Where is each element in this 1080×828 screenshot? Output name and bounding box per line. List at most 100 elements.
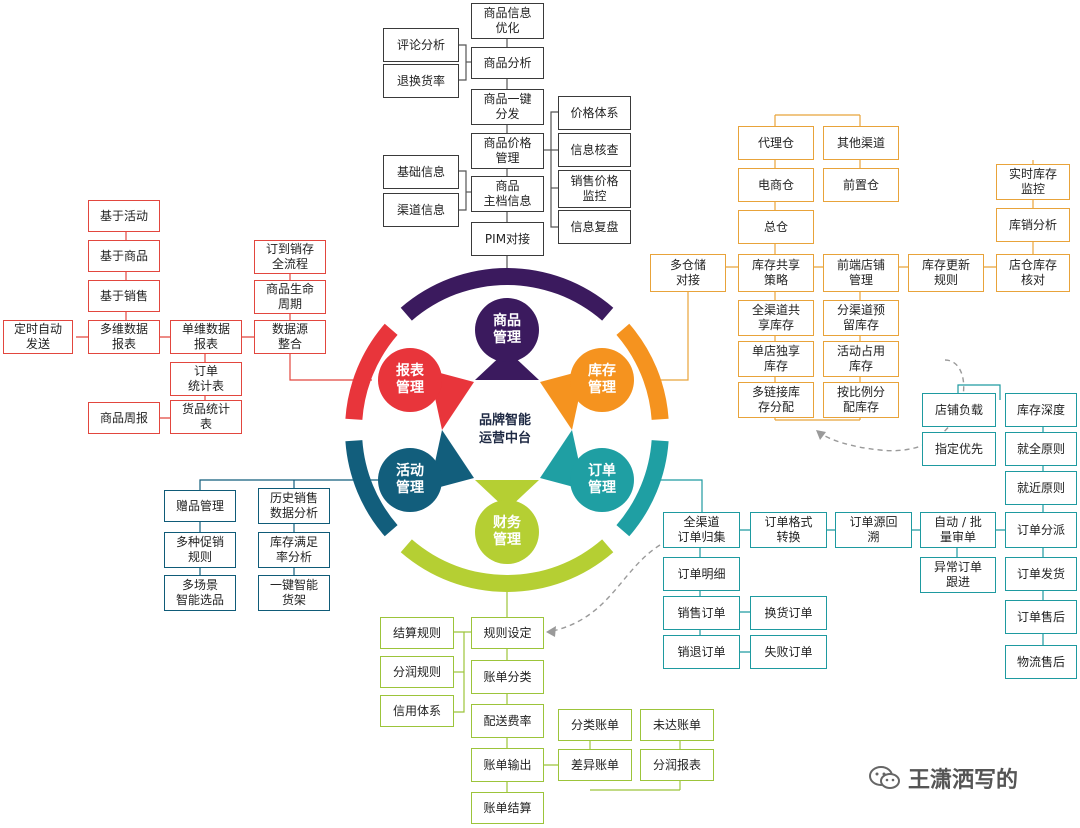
finance-node: 账单分类	[471, 660, 544, 694]
report-node: 货品统计 表	[170, 400, 242, 434]
ring-arc-report	[345, 323, 398, 420]
goods-node: 价格体系	[558, 96, 631, 130]
order-node: 订单售后	[1005, 600, 1077, 634]
order-node: 异常订单 跟进	[920, 557, 996, 593]
stock-node: 库销分析	[996, 208, 1070, 242]
goods-node: 渠道信息	[383, 193, 459, 227]
goods-node: 销售价格 监控	[558, 170, 631, 208]
activity-node: 多种促销 规则	[164, 532, 236, 568]
activity-node: 库存满足 率分析	[258, 532, 330, 568]
order-node: 订单发货	[1005, 557, 1077, 591]
stock-node: 总仓	[738, 210, 814, 244]
report-node: 商品生命 周期	[254, 280, 326, 314]
goods-node: 退换货率	[383, 64, 459, 98]
finance-node: 账单输出	[471, 748, 544, 782]
finance-node: 差异账单	[558, 749, 632, 781]
watermark: 王潇洒写的	[868, 762, 1018, 794]
order-node: 销退订单	[663, 635, 740, 669]
module-finance-label: 财务 管理	[493, 515, 521, 548]
goods-node: 商品 主档信息	[471, 176, 544, 212]
stock-node: 全渠道共 享库存	[738, 300, 814, 336]
goods-node: 信息核查	[558, 133, 631, 167]
stock-node: 按比例分 配库存	[823, 382, 899, 418]
module-finance-node[interactable]	[475, 500, 539, 564]
ring-arc-finance	[400, 539, 614, 593]
order-node: 订单明细	[663, 557, 740, 591]
order-node: 失败订单	[750, 635, 827, 669]
center-title: 品牌智能 运营中台	[478, 413, 531, 446]
module-report-node[interactable]	[378, 348, 442, 412]
stock-node: 代理仓	[738, 126, 814, 160]
order-node: 全渠道 订单归集	[663, 512, 740, 548]
stock-node: 单店独享 库存	[738, 341, 814, 377]
finance-node: 账单结算	[471, 792, 544, 824]
order-node: 就全原则	[1005, 432, 1077, 466]
report-node: 定时自动 发送	[3, 320, 73, 354]
watermark-text: 王潇洒写的	[908, 768, 1019, 793]
finance-node: 分润报表	[640, 749, 714, 781]
finance-node: 未达账单	[640, 709, 714, 741]
stock-node: 库存共享 策略	[738, 254, 814, 292]
wechat-icon	[869, 766, 900, 789]
activity-node: 多场景 智能选品	[164, 575, 236, 611]
order-node: 就近原则	[1005, 471, 1077, 505]
stock-node: 多仓储 对接	[650, 254, 726, 292]
activity-node: 赠品管理	[164, 490, 236, 522]
stock-node: 活动占用 库存	[823, 341, 899, 377]
module-stock-label: 库存 管理	[588, 363, 616, 396]
star-tip-finance	[475, 480, 539, 510]
order-node: 订单源回 溯	[835, 512, 912, 548]
finance-node: 规则设定	[471, 617, 544, 649]
stock-node: 分渠道预 留库存	[823, 300, 899, 336]
report-node: 基于活动	[88, 200, 160, 232]
module-stock-node[interactable]	[570, 348, 634, 412]
goods-node: PIM对接	[471, 222, 544, 256]
goods-node: 商品信息 优化	[471, 3, 544, 39]
order-node: 自动 / 批 量审单	[920, 512, 996, 548]
stock-node: 电商仓	[738, 168, 814, 202]
stock-node: 前端店铺 管理	[823, 254, 899, 292]
report-node: 商品周报	[88, 402, 160, 434]
order-node: 订单格式 转换	[750, 512, 827, 548]
report-node: 订单 统计表	[170, 362, 242, 396]
stock-node: 其他渠道	[823, 126, 899, 160]
activity-node: 一键智能 货架	[258, 575, 330, 611]
star-tip-goods	[475, 350, 539, 380]
order-node: 换货订单	[750, 596, 827, 630]
ring-arc-goods	[400, 268, 614, 321]
order-node: 销售订单	[663, 596, 740, 630]
stock-node: 库存更新 规则	[908, 254, 984, 292]
module-activity-node[interactable]	[378, 448, 442, 512]
module-goods-node[interactable]	[475, 298, 539, 362]
report-node: 订到销存 全流程	[254, 240, 326, 274]
activity-node: 历史销售 数据分析	[258, 488, 330, 524]
order-node: 库存深度	[1005, 393, 1077, 427]
order-node: 订单分派	[1005, 512, 1077, 548]
module-activity-label: 活动 管理	[396, 463, 424, 496]
report-node: 基于销售	[88, 280, 160, 312]
stock-node: 实时库存 监控	[996, 164, 1070, 200]
module-order-label: 订单 管理	[588, 463, 616, 496]
goods-node: 基础信息	[383, 155, 459, 189]
stock-node: 前置仓	[823, 168, 899, 202]
finance-node: 配送费率	[471, 704, 544, 738]
finance-node: 信用体系	[380, 695, 454, 727]
report-node: 数据源 整合	[254, 320, 326, 354]
order-node: 店铺负载	[922, 393, 996, 427]
finance-node: 结算规则	[380, 617, 454, 649]
report-node: 多维数据 报表	[88, 320, 160, 354]
report-node: 单维数据 报表	[170, 320, 242, 354]
goods-node: 商品价格 管理	[471, 133, 544, 169]
module-order-node[interactable]	[570, 448, 634, 512]
module-goods-label: 商品 管理	[493, 313, 521, 346]
stock-node: 多链接库 存分配	[738, 382, 814, 418]
module-report-label: 报表 管理	[396, 363, 424, 396]
goods-node: 评论分析	[383, 28, 459, 62]
order-node: 物流售后	[1005, 645, 1077, 679]
stock-node: 店仓库存 核对	[996, 254, 1070, 292]
ring-arc-order	[616, 440, 669, 537]
ring-arc-stock	[616, 323, 669, 420]
goods-node: 信息复盘	[558, 210, 631, 244]
ring-arc-activity	[345, 440, 398, 537]
